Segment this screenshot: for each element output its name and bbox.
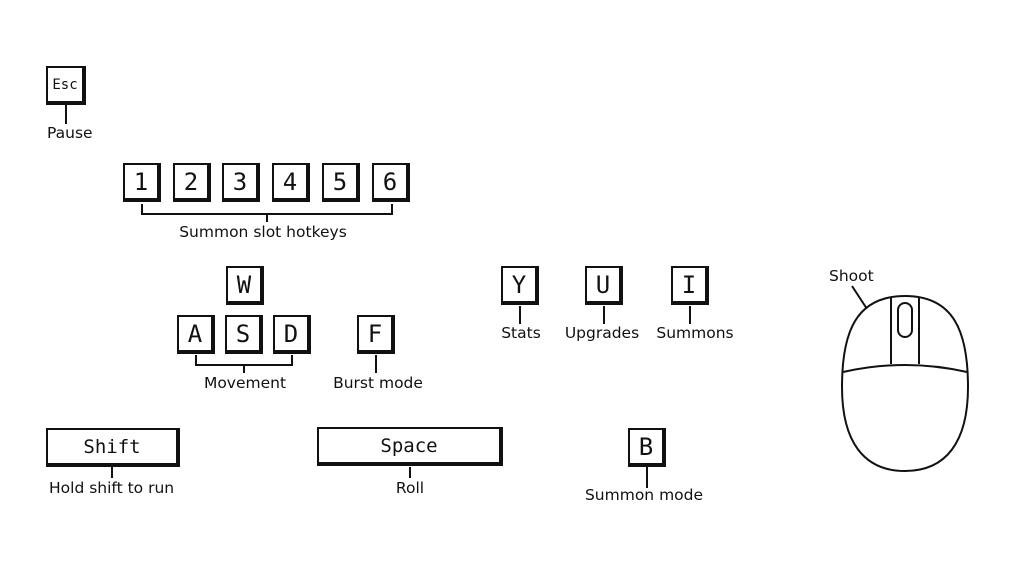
key-2[interactable]: 2 xyxy=(173,163,211,202)
stats-label: Stats xyxy=(501,324,541,342)
scroll-wheel[interactable] xyxy=(897,302,913,338)
key-6[interactable]: 6 xyxy=(372,163,410,202)
y-key[interactable]: Y xyxy=(501,266,539,305)
b-key[interactable]: B xyxy=(628,428,666,467)
space-key[interactable]: Space xyxy=(317,427,503,466)
w-key[interactable]: W xyxy=(226,266,264,305)
mouse-icon xyxy=(840,294,970,473)
mouse-divider xyxy=(842,364,968,373)
key-5[interactable]: 5 xyxy=(322,163,360,202)
hold-shift-label: Hold shift to run xyxy=(49,479,175,497)
f-key[interactable]: F xyxy=(357,315,395,354)
summons-label: Summons xyxy=(656,324,734,342)
roll-label: Roll xyxy=(395,479,425,497)
u-key[interactable]: U xyxy=(585,266,623,305)
d-key[interactable]: D xyxy=(273,315,311,354)
burst-mode-label: Burst mode xyxy=(333,374,423,392)
shift-key[interactable]: Shift xyxy=(46,428,180,467)
i-key[interactable]: I xyxy=(671,266,709,305)
summon-slot-bracket xyxy=(141,204,393,215)
upgrades-label: Upgrades xyxy=(564,324,640,342)
shoot-label: Shoot xyxy=(829,267,874,285)
s-key[interactable]: S xyxy=(225,315,263,354)
key-4[interactable]: 4 xyxy=(272,163,310,202)
movement-bracket xyxy=(195,355,293,366)
a-key[interactable]: A xyxy=(177,315,215,354)
summon-mode-label: Summon mode xyxy=(584,486,704,504)
key-3[interactable]: 3 xyxy=(222,163,260,202)
movement-label: Movement xyxy=(203,374,287,392)
esc-key[interactable]: Esc xyxy=(46,66,86,105)
pause-label: Pause xyxy=(47,124,93,142)
mouse-body xyxy=(840,294,970,473)
summon-slot-hotkeys-label: Summon slot hotkeys xyxy=(179,223,347,241)
key-1[interactable]: 1 xyxy=(123,163,161,202)
